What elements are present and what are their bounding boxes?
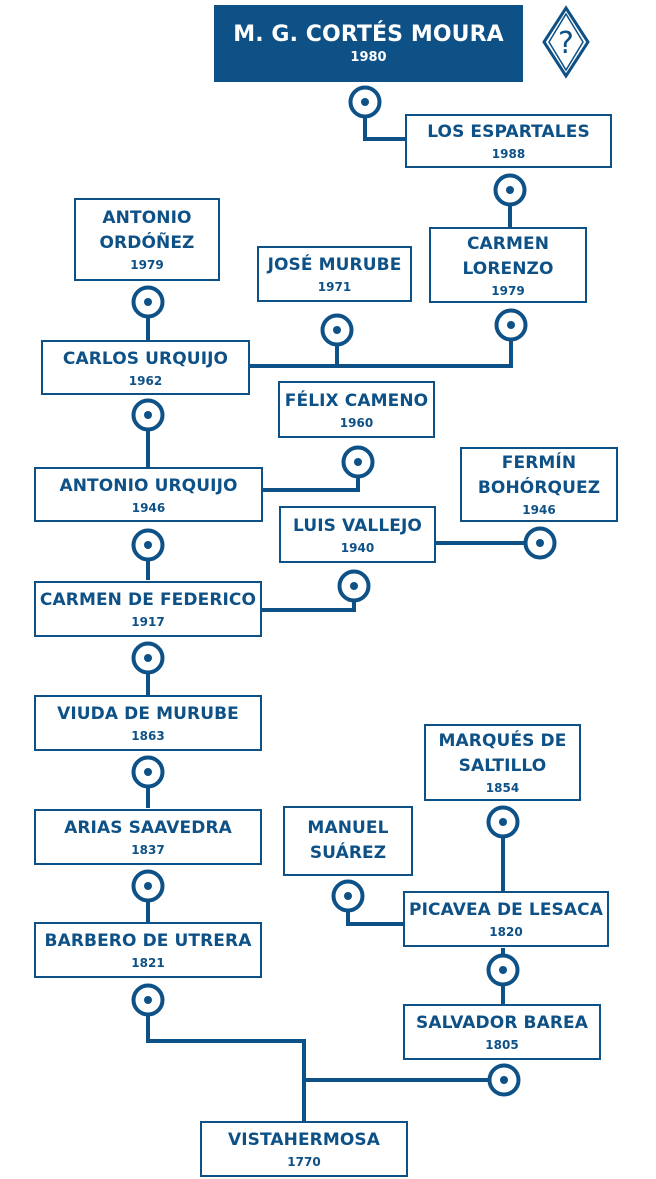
diamond-question-brand-icon: ?	[542, 5, 590, 79]
ancestor-box-picavea-de-lesaca: PICAVEA DE LESACA 1820	[403, 891, 609, 947]
junction-node-icon	[320, 313, 354, 347]
ancestor-year: 1820	[489, 925, 523, 939]
junction-node-icon	[131, 398, 165, 432]
ancestor-box-carmen-de-federico: CARMEN DE FEDERICO 1917	[34, 581, 262, 637]
ancestor-box-arias-saavedra: ARIAS SAAVEDRA 1837	[34, 809, 262, 865]
junction-node-icon	[341, 445, 375, 479]
ancestor-box-luis-vallejo: LUIS VALLEJO 1940	[279, 506, 436, 563]
ancestor-name: LOS ESPARTALES	[427, 122, 590, 142]
junction-node-icon	[131, 869, 165, 903]
ancestor-year: 1960	[339, 415, 374, 430]
ancestor-name: LUIS VALLEJO	[293, 515, 422, 536]
title-name: M. G. CORTÉS MOURA	[233, 22, 504, 47]
junction-node-icon	[348, 85, 382, 119]
ancestor-year: 1770	[287, 1155, 321, 1169]
junction-node-icon	[131, 755, 165, 789]
ancestor-year: 1962	[128, 373, 163, 388]
ancestor-year: 1979	[491, 283, 525, 298]
junction-node-icon	[337, 569, 371, 603]
ancestor-year: 1917	[131, 615, 165, 629]
ancestor-name: CARMEN DE FEDERICO	[39, 590, 257, 610]
ancestor-name: VIUDA DE MURUBE	[57, 704, 239, 724]
ancestor-year: 1988	[491, 147, 526, 161]
ancestor-box-felix-cameno: FÉLIX CAMENO 1960	[278, 381, 435, 438]
junction-node-icon	[131, 528, 165, 562]
junction-node-icon	[131, 285, 165, 319]
ancestor-year: 1971	[317, 280, 352, 294]
junction-node-icon	[486, 953, 520, 987]
junction-node-icon	[331, 879, 365, 913]
ancestor-year: 1946	[131, 500, 166, 515]
ancestor-name: SALVADOR BAREA	[416, 1013, 588, 1033]
junction-node-icon	[486, 805, 520, 839]
title-year: 1980	[350, 50, 387, 65]
ancestor-year: 1940	[340, 540, 375, 555]
connector-line	[146, 1000, 306, 1122]
junction-node-icon	[131, 983, 165, 1017]
title-box: M. G. CORTÉS MOURA 1980	[214, 5, 523, 82]
connector-line	[248, 325, 513, 368]
ancestor-name: ARIAS SAAVEDRA	[64, 818, 232, 838]
ancestor-year: 1837	[131, 843, 165, 857]
ancestor-year: 1805	[485, 1038, 519, 1052]
ancestor-name: VISTAHERMOSA	[227, 1130, 381, 1150]
ancestor-box-jose-murube: JOSÉ MURUBE 1971	[257, 246, 412, 302]
ancestor-box-antonio-urquijo: ANTONIO URQUIJO 1946	[34, 467, 263, 522]
ancestor-box-los-espartales: LOS ESPARTALES 1988	[405, 114, 612, 168]
ancestor-name: JOSÉ MURUBE	[267, 255, 402, 275]
junction-node-icon	[131, 641, 165, 675]
ancestor-year: 1854	[485, 781, 520, 795]
ancestor-name: BARBERO DE UTRERA	[44, 931, 252, 951]
ancestor-year: 1821	[131, 956, 165, 970]
ancestor-year: 1946	[522, 503, 556, 517]
ancestor-year: 1979	[130, 258, 164, 272]
ancestor-box-barbero-de-utrera: BARBERO DE UTRERA 1821	[34, 922, 262, 978]
ancestor-name: CARLOS URQUIJO	[62, 348, 229, 369]
junction-node-icon	[487, 1063, 521, 1097]
ancestor-name: FÉLIX CAMENO	[284, 390, 429, 411]
junction-node-icon	[493, 173, 527, 207]
junction-node-icon	[494, 308, 528, 342]
ancestor-name: PICAVEA DE LESACA	[409, 900, 603, 920]
ancestor-box-vistahermosa: VISTAHERMOSA 1770	[200, 1121, 408, 1177]
ancestor-box-viuda-de-murube: VIUDA DE MURUBE 1863	[34, 695, 262, 751]
ancestor-box-carlos-urquijo: CARLOS URQUIJO 1962	[41, 340, 250, 395]
emblem-glyph: ?	[558, 26, 574, 61]
ancestor-box-salvador-barea: SALVADOR BAREA 1805	[403, 1004, 601, 1060]
ancestor-year: 1863	[131, 729, 165, 743]
ancestor-name: ANTONIO URQUIJO	[59, 475, 238, 496]
junction-node-icon	[523, 526, 557, 560]
